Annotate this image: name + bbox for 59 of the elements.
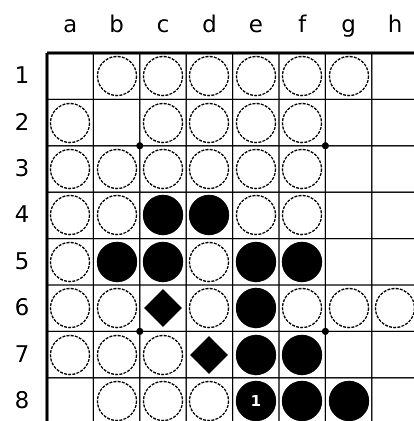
light-disc [234,148,277,190]
light-disc [49,194,92,236]
dark-disc [96,240,138,283]
light-disc [49,334,92,376]
light-disc [188,240,230,283]
column-label: h [386,11,404,40]
column-label: b [108,11,125,40]
row-label: 2 [14,108,30,138]
column-label: g [340,11,357,40]
light-disc [49,287,92,330]
light-disc [328,287,370,330]
light-disc [234,55,277,98]
row-label: 8 [14,387,30,416]
light-disc [188,148,230,190]
light-disc [281,148,324,190]
light-disc [188,287,230,330]
dark-disc [188,194,230,236]
light-disc [142,102,184,144]
light-disc [142,55,184,98]
light-disc [96,287,138,330]
light-disc [49,148,92,190]
row-label: 3 [14,155,30,184]
light-disc [234,194,277,236]
light-disc [96,194,138,236]
light-disc [188,55,230,98]
light-disc [281,287,324,330]
dark-disc [234,334,277,376]
row-label: 4 [14,201,30,230]
dark-disc [234,287,277,330]
dark-disc [281,334,324,376]
column-label: a [62,11,78,40]
light-disc [234,102,277,144]
light-disc [96,334,138,376]
light-disc [142,334,184,376]
light-disc [96,55,138,98]
light-disc [328,55,370,98]
column-label: c [156,11,170,40]
row-label: 1 [14,62,30,92]
light-disc [281,55,324,98]
light-disc [49,240,92,283]
row-label: 5 [14,248,30,277]
light-disc [188,102,230,144]
light-disc [281,194,324,236]
column-label: d [201,11,218,40]
diamond-marker [188,334,230,376]
row-label: 6 [14,294,30,324]
move-number: 1 [250,394,262,408]
light-disc [281,102,324,144]
row-label: 7 [14,340,30,370]
diamond-marker [142,287,184,330]
dark-disc [142,240,184,283]
light-disc [49,102,92,144]
dark-disc [234,240,277,283]
dark-disc [142,194,184,236]
light-disc [96,148,138,190]
column-label: f [297,11,308,40]
column-label: e [248,11,264,40]
dark-disc [281,240,324,283]
light-disc [142,148,184,190]
